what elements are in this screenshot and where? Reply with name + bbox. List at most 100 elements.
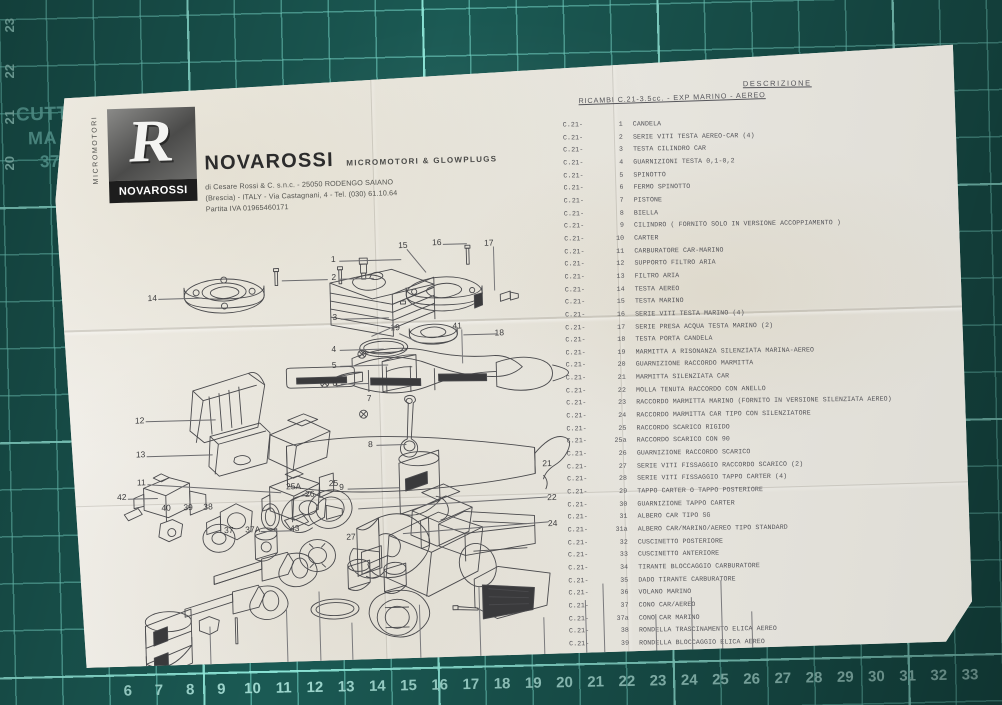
part-code: C.21- — [563, 159, 584, 167]
part-number: 18 — [617, 335, 626, 343]
part-code: C.21- — [563, 184, 584, 192]
part-number: 23 — [618, 399, 627, 407]
part-head-gaskets — [359, 338, 407, 357]
part-carb-body-top — [268, 413, 332, 471]
part-number: 37 — [620, 601, 629, 609]
company-title: NOVAROSSI — [204, 148, 335, 175]
callout-25A: 25A — [285, 480, 302, 492]
parts-list: DESCRIZIONE RICAMBI C.21-3.5cc. - EXP MA… — [562, 77, 960, 669]
part-head-screws-marino — [399, 245, 472, 304]
part-number: 32 — [619, 538, 628, 546]
part-head-screws — [273, 267, 342, 286]
callout-16: 16 — [431, 236, 442, 248]
part-filter-support — [208, 423, 271, 477]
part-number: 34 — [620, 563, 629, 571]
letterhead-text: NOVAROSSI MICROMOTORI & GLOWPLUGS di Ces… — [204, 142, 566, 214]
part-number: 25a — [614, 437, 627, 445]
part-number: 22 — [617, 386, 627, 394]
part-code: C.21- — [562, 121, 584, 129]
part-number: 6 — [619, 184, 624, 192]
part-cylinder-head-car — [330, 268, 436, 338]
part-number: 1 — [618, 120, 623, 128]
part-exhaust-coupler-90 — [292, 491, 343, 526]
part-number: 13 — [616, 272, 625, 280]
part-number: 33 — [619, 551, 629, 559]
part-crankshaft-sg — [213, 552, 317, 589]
part-code: C.21- — [563, 146, 584, 154]
part-crankcase-gasket — [311, 598, 360, 619]
part-number: 38 — [620, 626, 630, 635]
part-number: 2 — [618, 133, 623, 141]
callout-39: 39 — [183, 501, 193, 513]
exploded-diagram: 1 2 3 4 5 6 7 8 14 15 16 17 18 — [113, 230, 604, 643]
part-number: 36 — [620, 588, 629, 597]
part-number: 3 — [618, 146, 624, 154]
part-pressure-fitting-1 — [358, 350, 366, 358]
part-prop-nut — [158, 519, 183, 542]
part-number: 10 — [616, 234, 625, 242]
part-number: 9 — [619, 221, 625, 230]
part-number: 31 — [619, 513, 628, 521]
callout-24: 24 — [547, 517, 558, 529]
logo-letter-r: R — [126, 107, 178, 175]
callout-40: 40 — [161, 502, 171, 513]
part-tuned-pipe-marino — [286, 343, 569, 396]
callout-37A: 37A — [245, 524, 261, 535]
callout-26: 26 — [304, 488, 315, 499]
part-number: 31a — [615, 525, 628, 533]
part-number: 27 — [618, 462, 627, 470]
callout-13: 12 — [134, 415, 145, 426]
part-bearing-rear — [299, 539, 336, 572]
company-subtitle: MICROMOTORI & GLOWPLUGS — [346, 154, 498, 168]
part-carburettor-aero — [123, 473, 206, 523]
callout-5: 5 — [331, 359, 337, 371]
part-glowplug — [359, 258, 368, 279]
callout-2: 2 — [331, 271, 337, 283]
part-plug-holder-head — [409, 324, 458, 345]
part-number: 5 — [619, 171, 624, 179]
part-number: 29 — [619, 487, 628, 495]
part-number: 26 — [618, 449, 627, 457]
part-exhaust-coupler-rigid — [206, 503, 253, 540]
part-manifold-car — [356, 513, 430, 579]
logo-vertical-text: MICROMOTORI — [91, 115, 101, 185]
part-number: 20 — [617, 361, 626, 369]
part-manifold-silenced — [474, 565, 551, 619]
part-rear-cover — [369, 590, 431, 638]
part-number: 8 — [619, 209, 624, 217]
part-head-marino — [406, 276, 483, 312]
callout-38: 38 — [203, 501, 213, 512]
part-con-rod — [399, 395, 418, 457]
part-number: 16 — [616, 310, 626, 318]
part-manifold-marino — [438, 509, 535, 562]
callout-18: 18 — [494, 327, 505, 338]
part-cover-screws — [453, 605, 478, 611]
callout-14: 14 — [147, 292, 158, 304]
logo-wordmark: NOVAROSSI — [109, 179, 198, 203]
callout-37: 37 — [223, 524, 234, 536]
callout-1: 1 — [330, 253, 336, 265]
callout-3: 3 — [332, 311, 338, 323]
part-number: 25 — [618, 424, 627, 432]
part-number: 28 — [618, 475, 628, 483]
exploded-diagram-svg — [113, 230, 604, 643]
callout-11: 11 — [136, 477, 146, 488]
part-code: C.21- — [563, 209, 585, 218]
part-number: 11 — [616, 247, 625, 255]
part-number: 37a — [616, 614, 629, 622]
callout-12: 13 — [135, 449, 146, 460]
part-code: C.21- — [562, 133, 584, 142]
callout-9: 9 — [339, 481, 345, 492]
callout-42: 42 — [116, 491, 127, 503]
part-air-filter — [188, 372, 266, 443]
callout-4: 4 — [331, 343, 337, 355]
callout-6: 6 — [332, 377, 338, 389]
part-exhaust-gasket-ring — [261, 504, 280, 530]
callout-7: 7 — [366, 392, 372, 404]
part-number: 15 — [616, 297, 625, 306]
part-crankshaft-standard — [184, 584, 288, 621]
part-prop-washer-1 — [203, 524, 236, 553]
part-number: 4 — [619, 158, 624, 166]
part-carb-nut — [199, 616, 219, 635]
